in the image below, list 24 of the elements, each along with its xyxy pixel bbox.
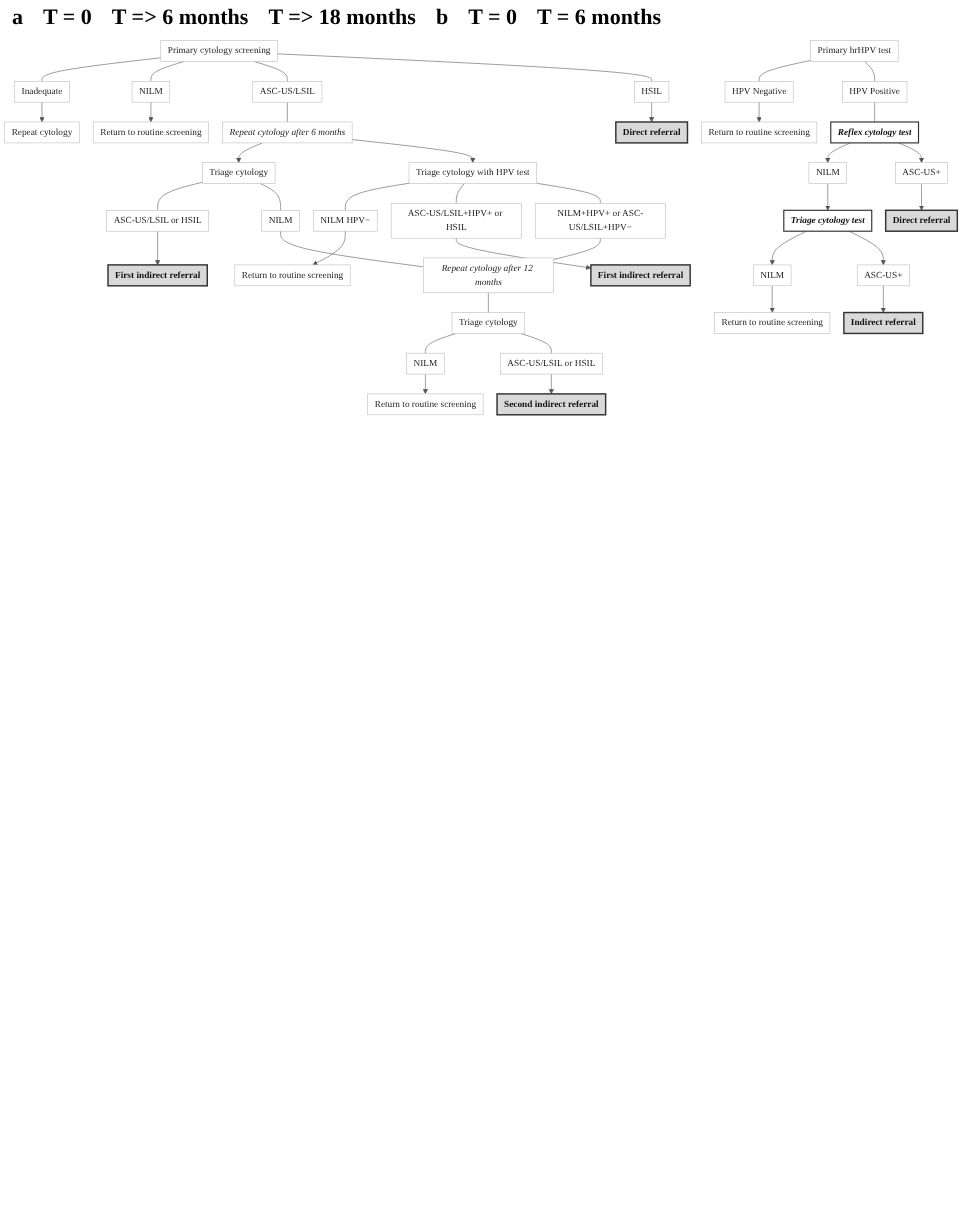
- section-label: T = 0: [43, 6, 92, 30]
- connector: [488, 292, 489, 313]
- section-label: b: [435, 6, 449, 30]
- connector: [345, 183, 410, 211]
- connector: [758, 60, 811, 82]
- connector: [425, 333, 457, 354]
- connector: [536, 183, 601, 204]
- connector: [520, 333, 552, 354]
- section-label: T = 6 months: [537, 6, 661, 30]
- connector: [864, 61, 875, 82]
- connector: [455, 183, 465, 204]
- section-label: T => 18 months: [268, 6, 416, 30]
- connector: [553, 237, 601, 260]
- connector: [41, 57, 162, 82]
- connector: [874, 101, 875, 123]
- section-label: T = 0: [468, 6, 517, 30]
- connector: [150, 61, 185, 82]
- connector: [259, 183, 281, 211]
- section-label: a: [12, 6, 23, 30]
- connector: [277, 53, 652, 82]
- connector: [157, 181, 203, 211]
- connector: [287, 101, 288, 123]
- section-label: T => 6 months: [111, 6, 249, 30]
- connector: [253, 61, 288, 82]
